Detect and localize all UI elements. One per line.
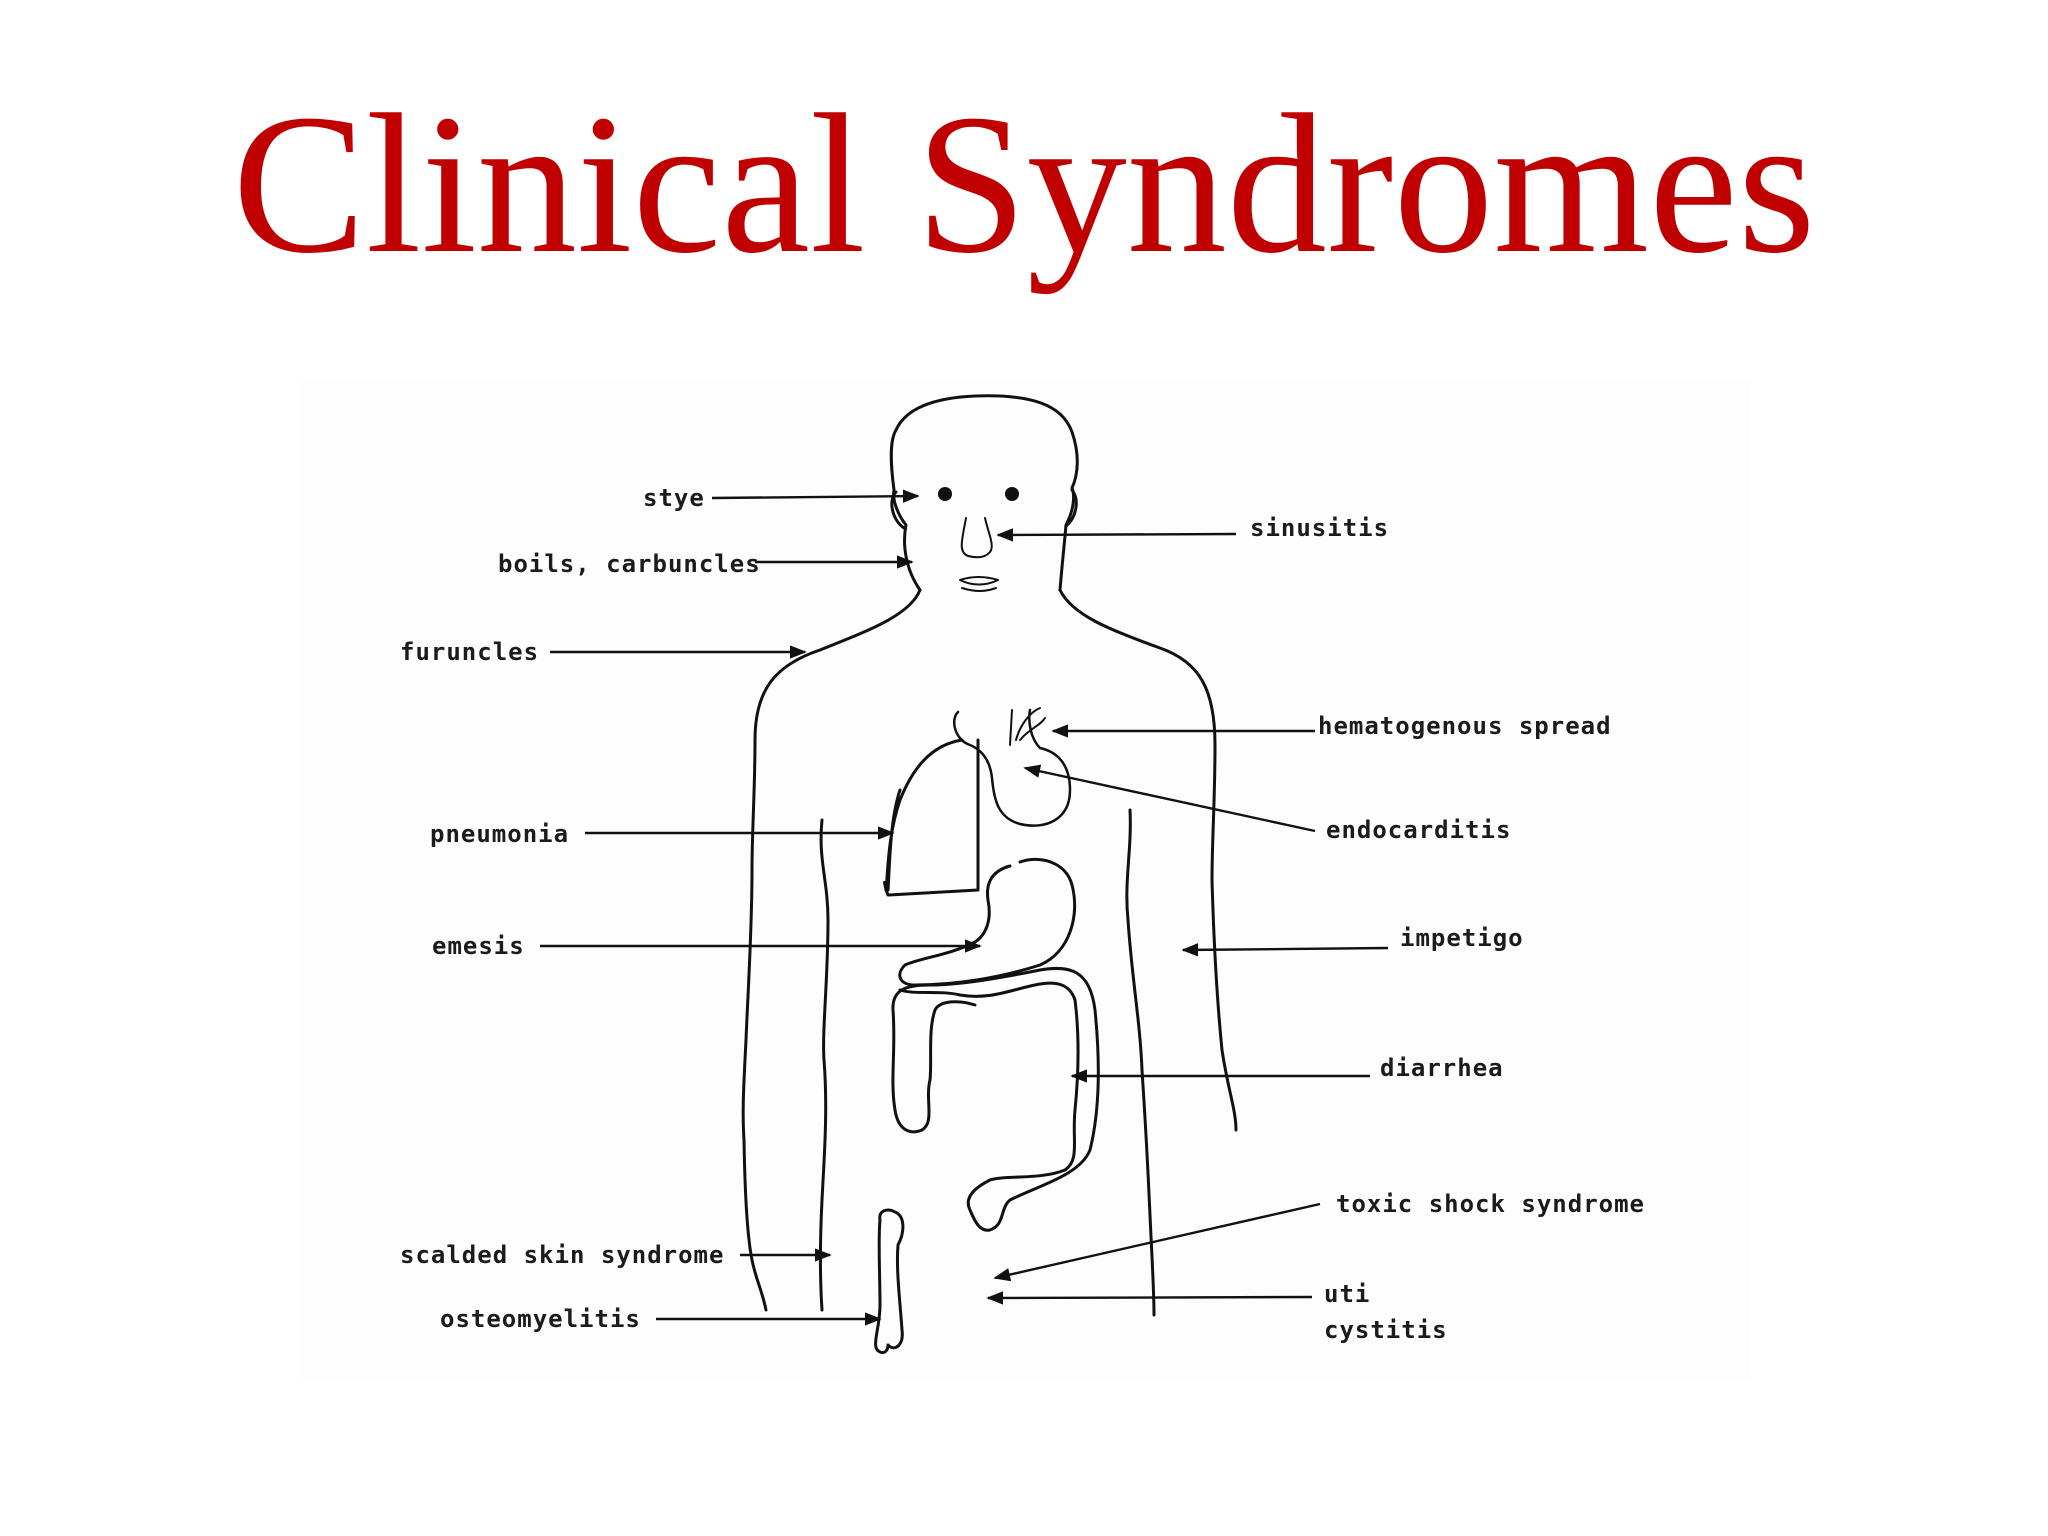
label-hematogenous: hematogenous spread bbox=[1318, 712, 1612, 740]
pointer-endocarditis bbox=[1023, 764, 1316, 833]
body-diagram: stye boils, carbuncles furuncles pneumon… bbox=[300, 380, 1750, 1380]
pointer-uti bbox=[986, 1291, 1313, 1305]
label-pneumonia: pneumonia bbox=[430, 820, 569, 848]
body-diagram-svg: stye boils, carbuncles furuncles pneumon… bbox=[400, 394, 1645, 1354]
arm-inner-left bbox=[819, 818, 830, 1312]
eye-left bbox=[938, 487, 952, 501]
label-cystitis: cystitis bbox=[1324, 1316, 1448, 1344]
label-sinusitis: sinusitis bbox=[1250, 514, 1389, 542]
label-impetigo: impetigo bbox=[1400, 924, 1524, 952]
face bbox=[938, 487, 1019, 592]
bone bbox=[874, 1208, 905, 1354]
pointer-toxic bbox=[993, 1202, 1321, 1282]
nose bbox=[960, 517, 993, 559]
label-osteomyelitis: osteomyelitis bbox=[440, 1305, 641, 1333]
lung bbox=[883, 738, 980, 897]
ear-right bbox=[1064, 488, 1078, 528]
ear-left bbox=[890, 490, 906, 530]
label-furuncles: furuncles bbox=[400, 638, 539, 666]
slide-title: Clinical Syndromes bbox=[232, 74, 1816, 295]
head-outline bbox=[889, 394, 1079, 592]
label-diarrhea: diarrhea bbox=[1380, 1054, 1504, 1082]
colon bbox=[891, 966, 1100, 1232]
pointer-sinusitis bbox=[996, 528, 1237, 542]
label-scalded: scalded skin syndrome bbox=[400, 1241, 724, 1269]
heart bbox=[953, 707, 1072, 827]
body-outline bbox=[741, 394, 1238, 1317]
label-boils: boils, carbuncles bbox=[498, 550, 761, 578]
torso-left bbox=[741, 588, 922, 1312]
stomach bbox=[898, 857, 1077, 987]
arm-inner-right bbox=[1125, 808, 1156, 1317]
mouth bbox=[959, 576, 999, 592]
label-uti: uti bbox=[1324, 1280, 1370, 1308]
pointer-impetigo bbox=[1181, 943, 1389, 957]
label-emesis: emesis bbox=[432, 932, 525, 960]
labels: stye boils, carbuncles furuncles pneumon… bbox=[400, 484, 1645, 1344]
label-toxic: toxic shock syndrome bbox=[1336, 1190, 1645, 1218]
label-endocarditis: endocarditis bbox=[1326, 816, 1511, 844]
eye-right bbox=[1005, 487, 1019, 501]
pointer-stye bbox=[711, 489, 920, 503]
pointers bbox=[540, 489, 1389, 1326]
torso-right bbox=[1058, 588, 1238, 1132]
label-stye: stye bbox=[643, 484, 705, 512]
